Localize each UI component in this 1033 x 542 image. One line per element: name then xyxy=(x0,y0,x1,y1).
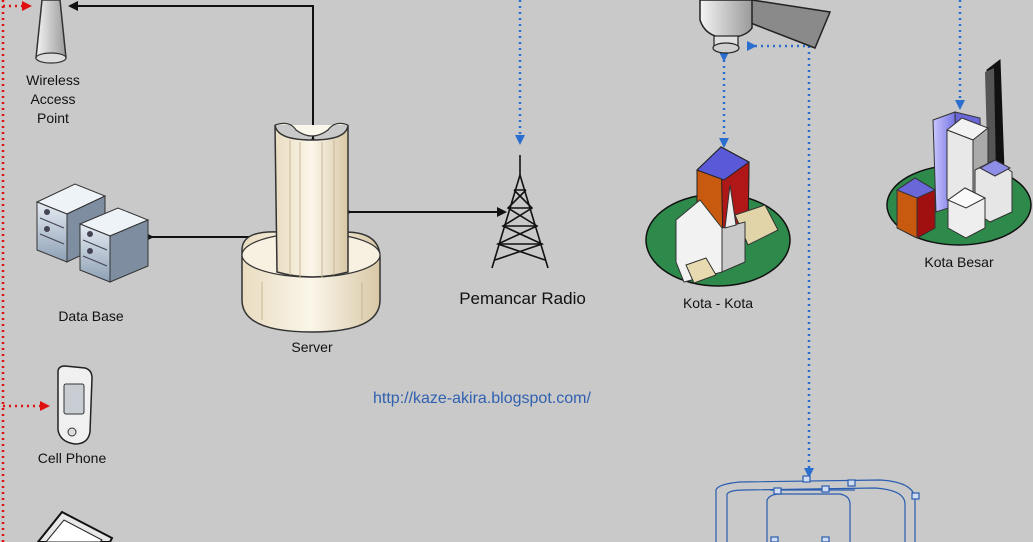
server-tower-icon xyxy=(241,122,381,333)
radio-tower-icon xyxy=(491,155,549,269)
town-label: Kota - Kota xyxy=(682,295,754,311)
wireless-access-point-icon xyxy=(35,0,67,64)
vehicle-icon xyxy=(715,475,920,542)
wap-label-line-3: Point xyxy=(37,110,69,126)
laptop-icon xyxy=(36,510,114,542)
server-label: Server xyxy=(291,339,333,355)
blog-url-link[interactable]: http://kaze-akira.blogspot.com/ xyxy=(373,390,591,407)
city-icon xyxy=(886,59,1032,246)
radio-label: Pemancar Radio xyxy=(459,289,586,308)
city-label: Kota Besar xyxy=(924,254,994,270)
wireless-access-point-label: Wireless Access Point xyxy=(8,71,98,128)
satellite-icon xyxy=(699,0,832,54)
database-servers-icon xyxy=(35,183,150,283)
database-label: Data Base xyxy=(58,308,124,324)
town-icon xyxy=(645,146,791,287)
server-wap-link xyxy=(68,1,318,146)
cell-phone-icon xyxy=(57,365,93,445)
wap-label-line-1: Wireless xyxy=(26,72,80,88)
wap-label-line-2: Access xyxy=(30,91,76,107)
connectors xyxy=(1,0,965,542)
cell-phone-label: Cell Phone xyxy=(37,450,107,466)
